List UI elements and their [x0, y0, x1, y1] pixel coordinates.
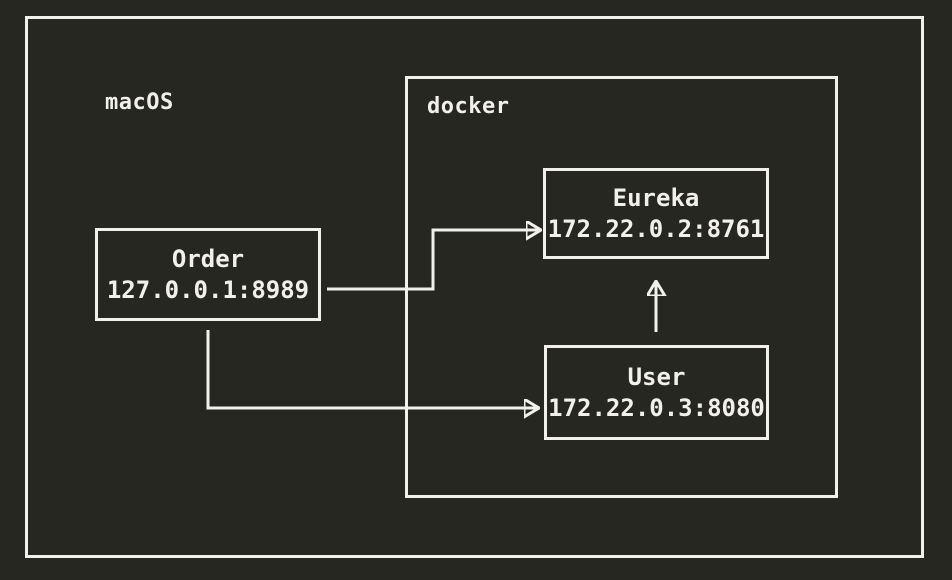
eureka-node-address: 172.22.0.2:8761	[547, 214, 765, 243]
macos-label: macOS	[105, 90, 174, 115]
docker-label: docker	[427, 94, 510, 119]
user-service-node: User 172.22.0.3:8080	[544, 345, 769, 440]
eureka-node-title: Eureka	[612, 183, 700, 212]
order-service-node: Order 127.0.0.1:8989	[95, 228, 321, 321]
macos-boundary-box	[25, 16, 924, 558]
user-node-title: User	[627, 362, 686, 391]
user-node-address: 172.22.0.3:8080	[548, 393, 765, 422]
order-node-title: Order	[171, 244, 245, 273]
order-node-address: 127.0.0.1:8989	[106, 275, 310, 304]
eureka-service-node: Eureka 172.22.0.2:8761	[543, 168, 769, 259]
